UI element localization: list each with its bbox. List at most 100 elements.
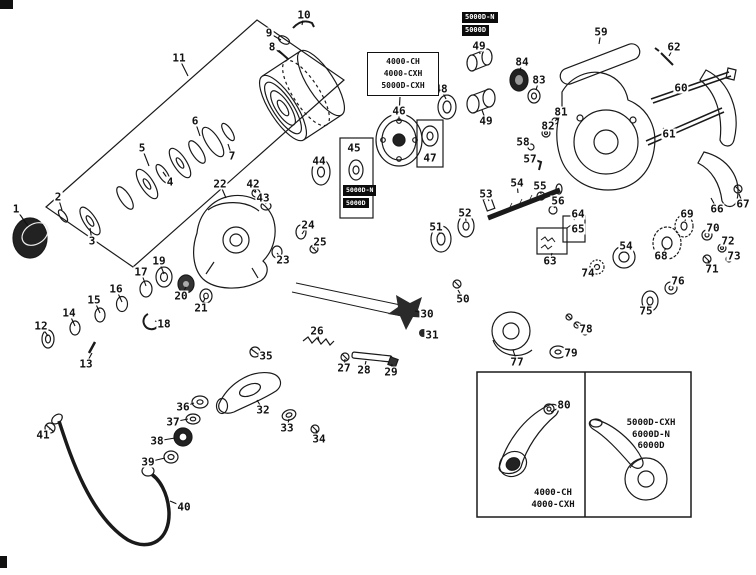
part-label-55: 55 [532,179,548,193]
part-label-72: 72 [720,234,736,248]
variant-chip: 5000D [343,197,369,208]
variant-chips-top: 5000D-N 5000D [462,12,498,36]
part-label-78: 78 [578,322,594,336]
part-label-50: 50 [455,292,471,306]
part-label-51: 51 [428,220,444,234]
part-label-48: 48 [433,82,449,96]
part-label-75: 75 [638,304,654,318]
part-label-52: 52 [457,206,473,220]
part-label-40: 40 [176,500,192,514]
oscillation-linkage [291,282,411,318]
part-label-1: 1 [11,202,21,216]
part-label-10: 10 [296,8,312,22]
part-label-67: 67 [735,197,751,211]
part-label-61: 61 [661,127,677,141]
part-label-43: 43 [255,191,271,205]
part-label-32: 32 [255,403,271,417]
part-label-62: 62 [666,40,682,54]
variant-line: 4000-CXH [383,69,423,78]
part-label-74: 74 [580,266,596,280]
part-label-80: 80 [556,398,572,412]
part-label-39: 39 [140,455,156,469]
part-label-79: 79 [563,346,579,360]
part-label-38: 38 [149,434,165,448]
handle-bearing-stack [163,395,209,464]
caption-line: 6000D-N [632,429,670,440]
part-label-49: 49 [471,39,487,53]
part-label-29: 29 [383,365,399,379]
part-label-33: 33 [279,421,295,435]
part-label-58: 58 [515,135,531,149]
washer-box-47 [416,94,457,168]
caption-line: 5000D-CXH [626,418,676,428]
variant-box-mid: 4000-CH 4000-CXH 5000D-CXH [367,52,439,96]
part-label-12: 12 [33,319,49,333]
part-label-28: 28 [356,363,372,377]
part-label-69: 69 [679,207,695,221]
part-label-27: 27 [336,361,352,375]
variant-box-45 [339,137,374,219]
caption-line: 4000-CXH [531,499,575,510]
part-label-35: 35 [258,349,274,363]
part-label-15: 15 [86,293,102,307]
drag-knob [12,206,101,259]
part-label-59: 59 [593,25,609,39]
part-label-36: 36 [175,400,191,414]
part-label-5: 5 [137,141,147,155]
drag-washer-stack [116,122,235,210]
part-label-41: 41 [35,428,51,442]
part-label-4: 4 [165,175,175,189]
spool-drum [259,49,345,142]
oscillating-washer-stack [41,266,213,354]
variant-line: 5000D-CXH [381,81,425,90]
part-label-60: 60 [673,81,689,95]
part-label-7: 7 [227,149,237,163]
part-label-31: 31 [424,328,440,342]
part-label-26: 26 [309,324,325,338]
part-label-25: 25 [312,235,328,249]
part-label-49: 49 [478,114,494,128]
handle-variant-box [476,371,692,518]
variant-chips-45: 5000D-N 5000D [343,185,377,208]
part-label-57: 57 [522,152,538,166]
part-label-34: 34 [311,432,327,446]
part-label-64: 64 [570,207,586,221]
variant-chip: 5000D-N [343,185,377,196]
part-label-42: 42 [245,177,261,191]
part-label-83: 83 [531,73,547,87]
variant-line: 4000-CH [386,57,420,66]
bail-arm [44,413,171,547]
body-housing [509,43,656,191]
part-label-23: 23 [275,253,291,267]
part-label-47: 47 [422,151,438,165]
variant-chip: 5000D [462,25,490,36]
scan-artifacts [0,0,13,568]
part-label-16: 16 [108,282,124,296]
anti-reverse-levers [645,47,743,208]
part-label-14: 14 [61,306,77,320]
part-label-73: 73 [726,249,742,263]
part-label-20: 20 [173,289,189,303]
spool-clip-parts [277,20,315,60]
part-label-44: 44 [311,154,327,168]
part-label-30: 30 [419,307,435,321]
part-label-71: 71 [704,262,720,276]
part-label-22: 22 [212,177,228,191]
part-label-53: 53 [478,187,494,201]
part-label-76: 76 [670,274,686,288]
part-label-3: 3 [87,234,97,248]
part-label-84: 84 [514,55,530,69]
part-label-17: 17 [133,265,149,279]
part-label-18: 18 [156,317,172,331]
part-label-6: 6 [190,114,200,128]
part-label-37: 37 [165,415,181,429]
part-label-63: 63 [542,254,558,268]
part-label-66: 66 [709,202,725,216]
line-rollers [466,42,496,114]
part-label-56: 56 [550,194,566,208]
part-label-9: 9 [264,26,274,40]
part-label-13: 13 [78,357,94,371]
part-label-81: 81 [553,105,569,119]
